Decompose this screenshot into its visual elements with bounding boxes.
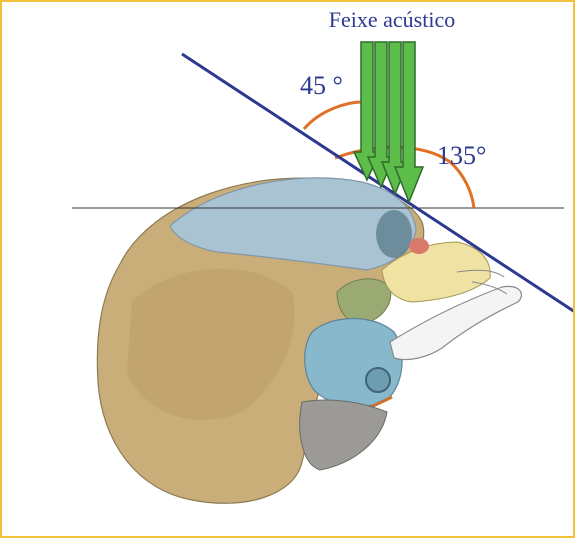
angle-45-label: 45 ° bbox=[300, 71, 343, 100]
skull-base bbox=[300, 400, 387, 470]
ear-canal bbox=[366, 368, 390, 392]
angle-arc-45 bbox=[304, 102, 362, 129]
fetal-skull-illustration bbox=[97, 178, 521, 503]
beam-label: Feixe acústico bbox=[329, 7, 455, 32]
orbit-shadow bbox=[376, 210, 412, 258]
temporal-bone bbox=[305, 319, 402, 407]
down-arrows-icon bbox=[354, 42, 423, 202]
angle-135-label: 135° bbox=[437, 141, 486, 170]
nasal-cavity bbox=[409, 238, 429, 254]
